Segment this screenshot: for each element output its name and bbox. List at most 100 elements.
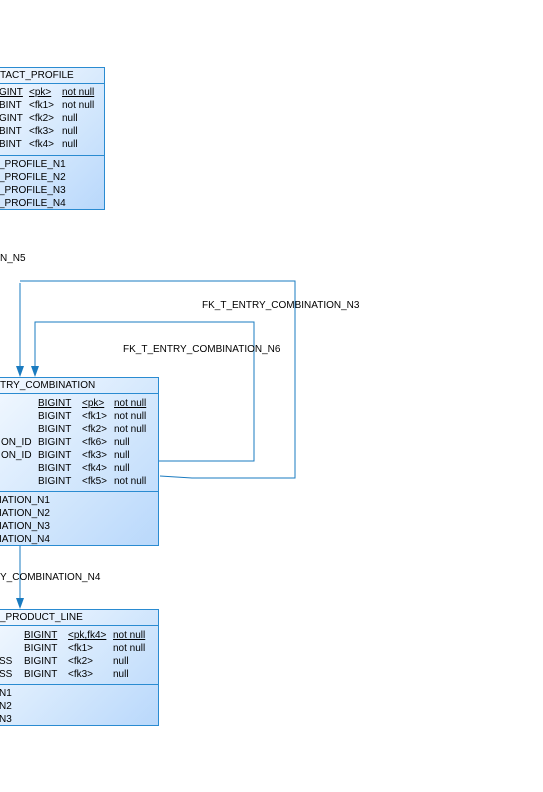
column-nullability: null xyxy=(62,113,78,124)
column-nullability: null xyxy=(114,463,130,474)
column-list: GINT <pk> not null BINT <fk1> not null G… xyxy=(0,84,104,156)
column-key: <fk6> xyxy=(82,437,108,448)
fk-n3-label: FK_T_ENTRY_COMBINATION_N3 xyxy=(202,300,360,311)
column-row: ON_ID BIGINT <fk6> null xyxy=(0,436,158,449)
column-key: <pk> xyxy=(82,398,105,409)
column-nullability: not null xyxy=(113,643,146,654)
column-key: <fk2> xyxy=(68,656,94,667)
column-nullability: not null xyxy=(114,398,147,409)
index-list: IATION_N1 IATION_N2 IATION_N3 IATION_N4 xyxy=(0,492,158,546)
column-nullability: not null xyxy=(114,476,147,487)
column-row: BIGINT <fk4> null xyxy=(0,462,158,475)
column-nullability: not null xyxy=(113,630,146,641)
column-row: BIGINT <fk5> not null xyxy=(0,475,158,488)
column-type: BIGINT xyxy=(38,411,72,422)
column-nullability: null xyxy=(62,139,78,150)
table-entry-combination[interactable]: TRY_COMBINATION BIGINT <pk> not null BIG… xyxy=(0,377,159,546)
index-item: N1 xyxy=(0,688,12,699)
column-nullability: not null xyxy=(62,87,95,98)
column-row: SS BIGINT <fk3> null xyxy=(0,668,158,681)
column-list: BIGINT <pk> not null BIGINT <fk1> not nu… xyxy=(0,394,158,492)
index-item: _PROFILE_N2 xyxy=(0,172,66,183)
column-type: BIGINT xyxy=(24,669,58,680)
column-key: <fk3> xyxy=(82,450,108,461)
column-type: BIGINT xyxy=(38,476,72,487)
index-item: IATION_N4 xyxy=(0,534,50,545)
column-type: GINT xyxy=(0,87,23,98)
column-nullability: null xyxy=(113,669,129,680)
column-row: BIGINT <fk1> not null xyxy=(0,410,158,423)
fk-n3-arrowhead xyxy=(16,366,24,377)
column-nullability: not null xyxy=(62,100,95,111)
column-type: BIGINT xyxy=(38,437,72,448)
column-list: BIGINT <pk,fk4> not null BIGINT <fk1> no… xyxy=(0,626,158,685)
column-row: BIGINT <fk1> not null xyxy=(0,642,158,655)
column-name: SS xyxy=(0,669,13,680)
column-type: BIGINT xyxy=(24,643,58,654)
index-item: IATION_N3 xyxy=(0,521,50,532)
fk-n6-arrowhead xyxy=(31,366,39,377)
column-key: <fk5> xyxy=(82,476,108,487)
column-key: <pk> xyxy=(29,87,52,98)
column-name: ON_ID xyxy=(1,437,32,448)
column-key: <fk1> xyxy=(29,100,55,111)
column-nullability: not null xyxy=(114,411,147,422)
column-type: BIGINT xyxy=(24,656,58,667)
column-type: BINT xyxy=(0,126,22,137)
index-item: N3 xyxy=(0,714,12,725)
column-nullability: null xyxy=(114,450,130,461)
column-row: BINT <fk1> not null xyxy=(0,99,104,112)
fk-n5-label: N_N5 xyxy=(0,253,26,264)
column-nullability: null xyxy=(114,437,130,448)
column-type: BINT xyxy=(0,100,22,111)
column-key: <fk1> xyxy=(82,411,108,422)
column-key: <pk,fk4> xyxy=(68,630,107,641)
column-key: <fk3> xyxy=(68,669,94,680)
column-row: GINT <fk2> null xyxy=(0,112,104,125)
column-key: <fk4> xyxy=(82,463,108,474)
fk-n4-label: Y_COMBINATION_N4 xyxy=(0,572,101,583)
column-type: BIGINT xyxy=(38,398,72,409)
column-row: BIGINT <fk2> not null xyxy=(0,423,158,436)
table-title: _PRODUCT_LINE xyxy=(0,610,158,626)
column-row: BINT <fk4> null xyxy=(0,138,104,151)
index-item: N2 xyxy=(0,701,12,712)
fk-n3-line[interactable] xyxy=(20,280,296,479)
index-list: N1 N2 N3 xyxy=(0,685,158,726)
index-item: _PROFILE_N4 xyxy=(0,198,66,209)
column-nullability: null xyxy=(113,656,129,667)
column-row: GINT <pk> not null xyxy=(0,86,104,99)
index-item: IATION_N1 xyxy=(0,495,50,506)
column-type: BIGINT xyxy=(38,450,72,461)
fk-n6-line[interactable] xyxy=(34,321,255,462)
index-list: _PROFILE_N1 _PROFILE_N2 _PROFILE_N3 _PRO… xyxy=(0,156,104,210)
index-item: _PROFILE_N3 xyxy=(0,185,66,196)
column-nullability: null xyxy=(62,126,78,137)
index-item: _PROFILE_N1 xyxy=(0,159,66,170)
column-type: GINT xyxy=(0,113,23,124)
fk-n4-arrowhead xyxy=(16,598,24,609)
column-row: BIGINT <pk,fk4> not null xyxy=(0,629,158,642)
table-title: TACT_PROFILE xyxy=(0,68,104,84)
table-product-line[interactable]: _PRODUCT_LINE BIGINT <pk,fk4> not null B… xyxy=(0,609,159,726)
table-contact-profile[interactable]: TACT_PROFILE GINT <pk> not null BINT <fk… xyxy=(0,67,105,210)
column-key: <fk1> xyxy=(68,643,94,654)
column-key: <fk2> xyxy=(29,113,55,124)
column-row: SS BIGINT <fk2> null xyxy=(0,655,158,668)
column-row: ON_ID BIGINT <fk3> null xyxy=(0,449,158,462)
fk-n6-label: FK_T_ENTRY_COMBINATION_N6 xyxy=(123,344,281,355)
column-type: BINT xyxy=(0,139,22,150)
table-title: TRY_COMBINATION xyxy=(0,378,158,394)
column-key: <fk4> xyxy=(29,139,55,150)
column-name: SS xyxy=(0,656,13,667)
index-item: IATION_N2 xyxy=(0,508,50,519)
column-key: <fk2> xyxy=(82,424,108,435)
column-row: BINT <fk3> null xyxy=(0,125,104,138)
column-row: BIGINT <pk> not null xyxy=(0,397,158,410)
column-type: BIGINT xyxy=(38,424,72,435)
column-key: <fk3> xyxy=(29,126,55,137)
column-nullability: not null xyxy=(114,424,147,435)
column-type: BIGINT xyxy=(38,463,72,474)
